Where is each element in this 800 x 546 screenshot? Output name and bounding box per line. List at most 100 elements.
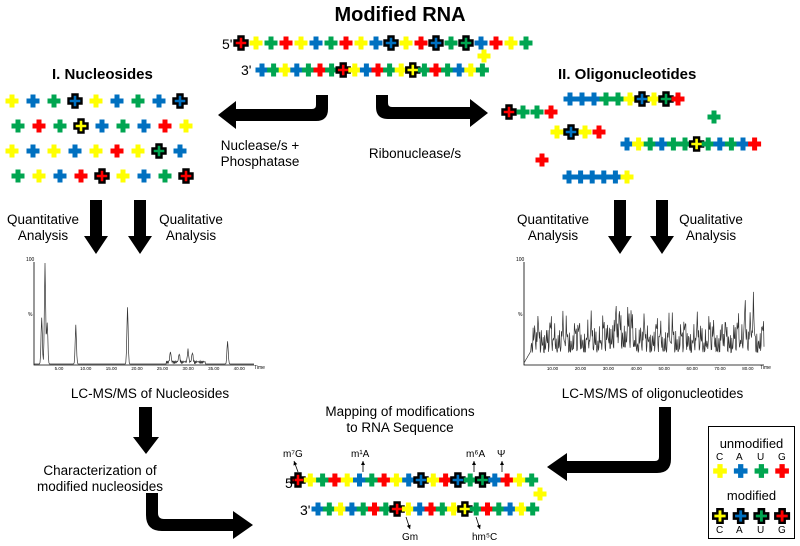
free-nucleoside-c [179,119,193,133]
fragment2-nucleotide-a [563,92,577,106]
fragment2-nucleotide-u [611,92,625,106]
top-strand-nucleotide-g [489,36,503,50]
mapped-strand-nucleotide-g [481,502,494,516]
fragment5-nucleotide-c [632,137,646,151]
fragment5-nucleotide-u [643,137,657,151]
pointer-psi-head [500,461,504,465]
nucleoside-chromatogram-trace [34,262,254,365]
top-strand-nucleotide-c [354,36,368,50]
mapped-strand-nucleotide-c [340,473,354,487]
top-strand-nucleotide-u [264,36,278,50]
arrow-to-nucleosides [218,95,328,129]
free-nucleoside-a [137,169,151,183]
free-nucleoside-u [151,143,167,159]
legend-modified-title: modified [726,488,777,503]
legend-box [708,426,795,539]
rna-strands-layer [5,35,791,530]
mod-label-psi: Ψ [497,449,506,460]
legend-unmod-letter-g: G [778,452,786,463]
left-quant-line1: Quantitative [6,212,80,227]
free-nucleoside-a [172,93,188,109]
pointer-m7g-head [293,461,298,466]
fragment2-modified-nucleotide-a [634,91,650,107]
free-nucleoside-a [152,94,166,108]
oligonucleotide-chromatogram-trace [523,291,765,364]
mapped-strand-nucleotide-g [500,473,514,487]
fragment7-nucleotide-c [620,170,634,184]
legend-mod-letter-g: G [778,525,786,536]
free-nucleoside-a [110,94,124,108]
free-nucleoside-g [110,144,124,158]
left-chrom-x-unit: Time [254,365,265,371]
arrows-layer [84,95,674,539]
nuclease-label-line1: Nuclease/s + [220,138,300,153]
mapped-strand-nucleotide-g [328,473,342,487]
mapped-strand-nucleotide-c [334,502,348,516]
free-nucleoside-u [11,169,25,183]
free-nucleoside-c [47,144,61,158]
top-strand-modified-nucleotide-c [405,62,421,78]
right-chrom-x-tick-label: 70.00 [714,366,726,371]
left-qual-line1: Qualitative [159,212,223,227]
right-chrom-y-mid: % [518,312,523,318]
top-strand-5prime-label: 5' [222,36,233,52]
fragment4-nucleotide-g [592,125,606,139]
free-nucleoside-c [32,169,46,183]
free-nucleoside-a [68,144,82,158]
arrow-to-mapping-right [547,407,671,481]
top-strand-nucleotide-g [313,63,327,77]
mapped-strand-modified-nucleotide-a [450,472,466,488]
left-chromatogram-caption: LC-MS/MS of Nucleosides [70,386,230,401]
top-strand-nucleotide-u [441,63,455,77]
left-chrom-x-tick-label: 25.00 [156,366,169,371]
fragment2-nucleotide-g [671,92,685,106]
free-nucleoside-u [47,94,61,108]
mapped-strand-nucleotide-g [424,502,438,516]
top-strand-nucleotide-u [267,63,281,77]
top-strand-nucleotide-u [301,63,315,77]
left-qualitative-label: Qualitative Analysis [146,212,236,244]
top-strand-nucleotide-c [278,63,292,77]
legend-unmod-letter-a: A [736,452,743,463]
mapped-strand-nucleotide-g [368,502,381,516]
mapped-strand-modified-nucleotide-u [474,472,491,488]
left-chrom-y-top: 100 [26,257,35,263]
top-strand-nucleotide-u [519,36,533,50]
fragment7-nucleotide-a [562,170,576,184]
right-chrom-x-tick-label: 30.00 [602,366,614,371]
mapped-strand-nucleotide-c [514,502,528,516]
fragment2-modified-nucleotide-u [658,91,674,107]
mapped-strand-nucleotide-a [311,502,325,516]
fragment7-nucleotide-a [597,170,611,184]
mapped-strand-nucleotide-c [512,473,526,487]
mapped-strand-modified-nucleotide-g [389,501,405,517]
arrow-to-characterization [133,407,159,454]
mapping-line1: Mapping of modifications [325,404,475,419]
arrow-qualitative-right [650,200,674,254]
mapped-strand-nucleotide-u [322,502,336,516]
pointer-gm-head [406,524,411,529]
right-chrom-x-tick-label: 10.00 [546,366,559,371]
fragment1-modified-nucleotide-g [501,104,517,120]
fragment4-nucleotide-c [550,125,564,139]
free-nucleoside-u [53,119,67,133]
top-strand-nucleotide-g [371,63,385,77]
top-strand-loop-nucleotide-c [477,49,491,63]
right-chrom-x-tick-label: 40.00 [630,366,642,371]
right-chrom-x-tick-label: 60.00 [686,366,698,371]
fragment2-nucleotide-u [599,92,613,106]
top-strand-modified-nucleotide-a [428,35,444,51]
right-chrom-x-tick-label: 80.00 [742,366,754,371]
free-nucleoside-a [173,144,187,158]
left-chrom-x-tick-label: 20.00 [131,366,143,371]
mapping-label: Mapping of modifications to RNA Sequence [300,404,500,436]
fragment3-nucleotide-u [707,110,721,124]
top-strand-nucleotide-a [255,63,269,77]
mapped-strand-nucleotide-a [345,502,359,516]
mapped-strand-modified-nucleotide-a [413,472,429,488]
right-quant-line1: Quantitative [516,212,590,227]
mapped-strand-nucleotide-g [439,473,453,487]
free-nucleoside-g [74,169,88,183]
mapped-strand-nucleotide-u [435,502,449,516]
